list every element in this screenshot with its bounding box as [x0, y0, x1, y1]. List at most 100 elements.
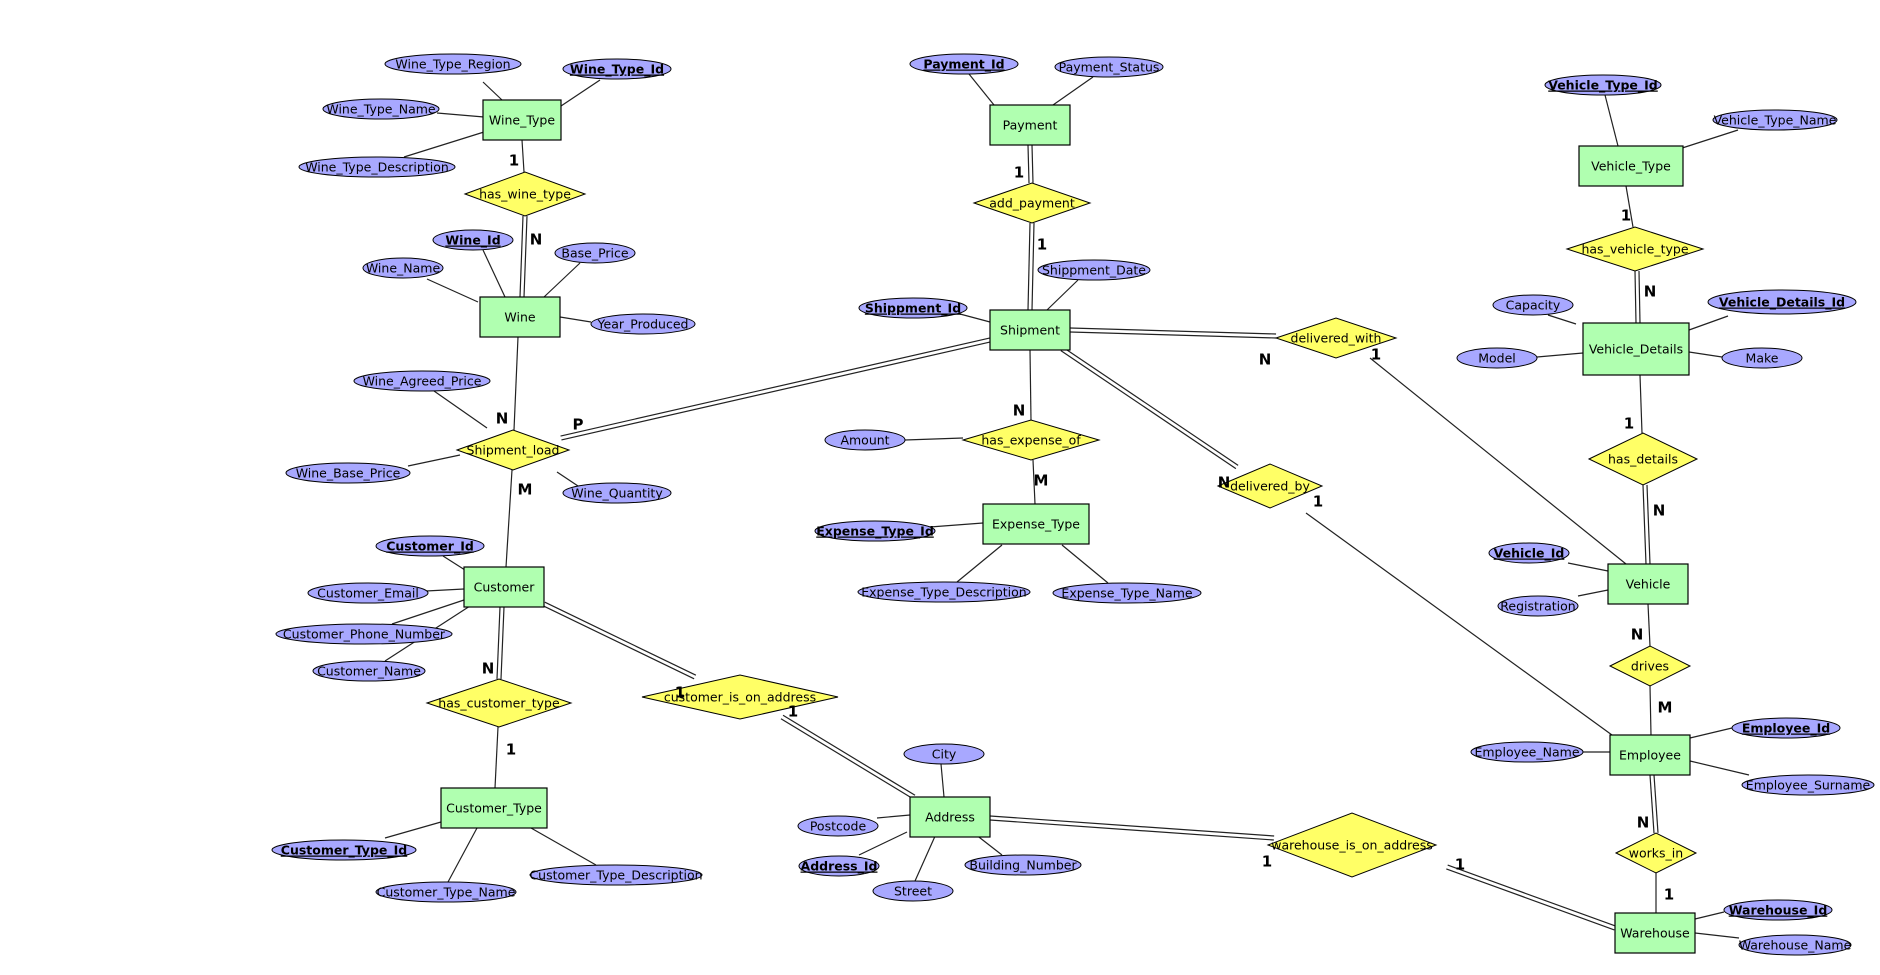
relationship-link	[519, 215, 528, 298]
attribute-a-agreed[interactable]: Wine_Agreed_Price	[353, 370, 491, 392]
attribute-label: Wine_Agreed_Price	[363, 374, 482, 389]
attribute-a-street[interactable]: Street	[872, 880, 954, 902]
attribute-label: Wine_Type_Region	[395, 57, 510, 72]
relationship-label: Shipment_load	[467, 443, 560, 458]
attribute-a-capacity[interactable]: Capacity	[1492, 294, 1574, 316]
attribute-a-ct-name[interactable]: Customer_Type_Name	[375, 881, 517, 903]
relationship-label: add_payment	[989, 196, 1075, 211]
attribute-label: Amount	[840, 433, 889, 448]
entity-vehicle-details[interactable]: Vehicle_Details	[1582, 322, 1690, 376]
key-attribute-a-emp-id[interactable]: Employee_Id	[1731, 717, 1841, 739]
relationship-has-details[interactable]: has_details	[1587, 432, 1699, 486]
entity-label: Expense_Type	[992, 517, 1080, 532]
key-attribute-a-wt-id[interactable]: Wine_Type_Id	[562, 58, 672, 80]
attribute-a-city[interactable]: City	[903, 743, 985, 765]
key-attribute-a-vd-id[interactable]: Vehicle_Details_Id	[1707, 289, 1857, 315]
key-attribute-a-cust-id[interactable]: Customer_Id	[375, 535, 485, 557]
entity-vehicle[interactable]: Vehicle	[1607, 563, 1689, 605]
attribute-a-wh-name[interactable]: Warehouse_Name	[1738, 934, 1852, 956]
attribute-a-wt-desc[interactable]: Wine_Type_Description	[298, 156, 456, 178]
relationship-has-customer-type[interactable]: has_customer_type	[425, 678, 573, 728]
key-attribute-a-veh-id[interactable]: Vehicle_Id	[1488, 542, 1570, 564]
relationship-works-in[interactable]: works_in	[1614, 832, 1698, 874]
attribute-a-year[interactable]: Year_Produced	[590, 313, 696, 335]
attribute-connector	[559, 316, 592, 323]
attribute-a-emp-surname[interactable]: Employee_Surname	[1741, 774, 1875, 796]
attribute-label: Wine_Type_Name	[326, 102, 436, 117]
attribute-a-et-desc[interactable]: Expense_Type_Description	[857, 581, 1031, 603]
relationship-link	[494, 726, 499, 789]
relationship-delivered-with[interactable]: delivered_with	[1274, 317, 1398, 359]
attribute-connector	[956, 544, 1003, 583]
attribute-a-reg[interactable]: Registration	[1497, 595, 1579, 617]
attribute-connector	[1061, 544, 1109, 584]
entity-warehouse[interactable]: Warehouse	[1614, 912, 1696, 954]
key-attribute-a-wh-id[interactable]: Warehouse_Id	[1723, 899, 1833, 921]
attribute-label: Capacity	[1506, 298, 1561, 313]
cardinality-label: 1	[1037, 236, 1047, 254]
attribute-a-cust-phone[interactable]: Customer_Phone_Number	[275, 623, 453, 645]
attribute-a-ct-desc[interactable]: Customer_Type_Description	[529, 864, 703, 886]
attribute-a-emp-name[interactable]: Employee_Name	[1470, 741, 1584, 763]
relationship-has-expense-of[interactable]: has_expense_of	[961, 419, 1101, 461]
cardinality-label: N	[1013, 402, 1026, 420]
entity-label: Wine	[504, 310, 535, 325]
attribute-connector	[384, 821, 442, 839]
relationship-warehouse-is-on-address[interactable]: warehouse_is_on_address	[1266, 812, 1438, 878]
attribute-a-wbase[interactable]: Wine_Base_Price	[285, 462, 411, 484]
attribute-a-base-price[interactable]: Base_Price	[554, 242, 636, 264]
attribute-label: Year_Produced	[597, 317, 689, 332]
entity-vehicle-type[interactable]: Vehicle_Type	[1578, 145, 1684, 187]
relationship-add-payment[interactable]: add_payment	[972, 182, 1092, 224]
attribute-label: Wine_Id	[445, 233, 500, 249]
attribute-a-wqty[interactable]: Wine_Quantity	[562, 482, 672, 504]
attribute-connector	[391, 599, 465, 625]
attribute-a-ship-date[interactable]: Shippment_Date	[1037, 259, 1151, 281]
attribute-a-cust-name[interactable]: Customer_Name	[312, 660, 426, 682]
relationship-link	[1029, 349, 1032, 421]
attribute-a-model[interactable]: Model	[1456, 347, 1538, 369]
key-attribute-a-addr-id[interactable]: Address_Id	[798, 855, 880, 877]
entity-payment[interactable]: Payment	[989, 104, 1071, 146]
attribute-connector	[1577, 589, 1609, 597]
entity-wine[interactable]: Wine	[479, 296, 561, 338]
relationship-shipment-load[interactable]: Shipment_load	[455, 429, 571, 471]
key-attribute-a-ship-id[interactable]: Shippment_Id	[858, 297, 968, 319]
entity-label: Address	[925, 810, 975, 825]
attribute-a-pay-status[interactable]: Payment_Status	[1054, 56, 1164, 78]
attribute-a-cust-email[interactable]: Customer_Email	[307, 582, 429, 604]
attribute-a-amount[interactable]: Amount	[824, 429, 906, 451]
attribute-a-building[interactable]: Building_Number	[964, 854, 1082, 876]
key-attribute-a-wine-id[interactable]: Wine_Id	[432, 229, 514, 251]
entity-customer-type[interactable]: Customer_Type	[440, 787, 548, 829]
attribute-connector	[876, 814, 911, 819]
attribute-a-et-name[interactable]: Expense_Type_Name	[1052, 582, 1202, 604]
key-attribute-a-et-id[interactable]: Expense_Type_Id	[814, 520, 936, 542]
key-attribute-a-ct-id[interactable]: Customer_Type_Id	[271, 839, 417, 861]
relationship-link	[1032, 459, 1036, 505]
relationship-has-wine-type[interactable]: has_wine_type	[463, 171, 587, 217]
attribute-a-postcode[interactable]: Postcode	[797, 815, 879, 837]
entity-address[interactable]: Address	[909, 796, 991, 838]
cardinality-label: 1	[1664, 886, 1674, 904]
relationship-drives[interactable]: drives	[1608, 645, 1692, 687]
attribute-a-wt-name[interactable]: Wine_Type_Name	[322, 98, 440, 120]
key-attribute-a-vt-id[interactable]: Vehicle_Type_Id	[1544, 74, 1662, 96]
attribute-a-wt-region[interactable]: Wine_Type_Region	[384, 53, 522, 75]
relationship-customer-is-on-address[interactable]: customer_is_on_address	[641, 674, 839, 720]
entity-customer[interactable]: Customer	[463, 566, 545, 608]
entity-shipment[interactable]: Shipment	[989, 309, 1071, 351]
relationship-has-vehicle-type[interactable]: has_vehicle_type	[1565, 226, 1705, 272]
attribute-label: Customer_Type_Description	[529, 868, 702, 883]
attribute-a-vt-name[interactable]: Vehicle_Type_Name	[1712, 109, 1838, 131]
attribute-a-make[interactable]: Make	[1721, 347, 1803, 369]
entity-wine-type[interactable]: Wine_Type	[482, 99, 562, 141]
relationship-label: works_in	[1629, 846, 1683, 861]
entity-expense-type[interactable]: Expense_Type	[982, 503, 1090, 545]
key-attribute-a-pay-id[interactable]: Payment_Id	[909, 53, 1019, 75]
relationship-delivered-by[interactable]: delivered_by	[1216, 463, 1324, 509]
entity-label: Payment	[1003, 118, 1058, 133]
relationship-link	[505, 469, 513, 568]
attribute-a-wine-name[interactable]: Wine_Name	[362, 257, 444, 279]
entity-employee[interactable]: Employee	[1609, 734, 1691, 776]
